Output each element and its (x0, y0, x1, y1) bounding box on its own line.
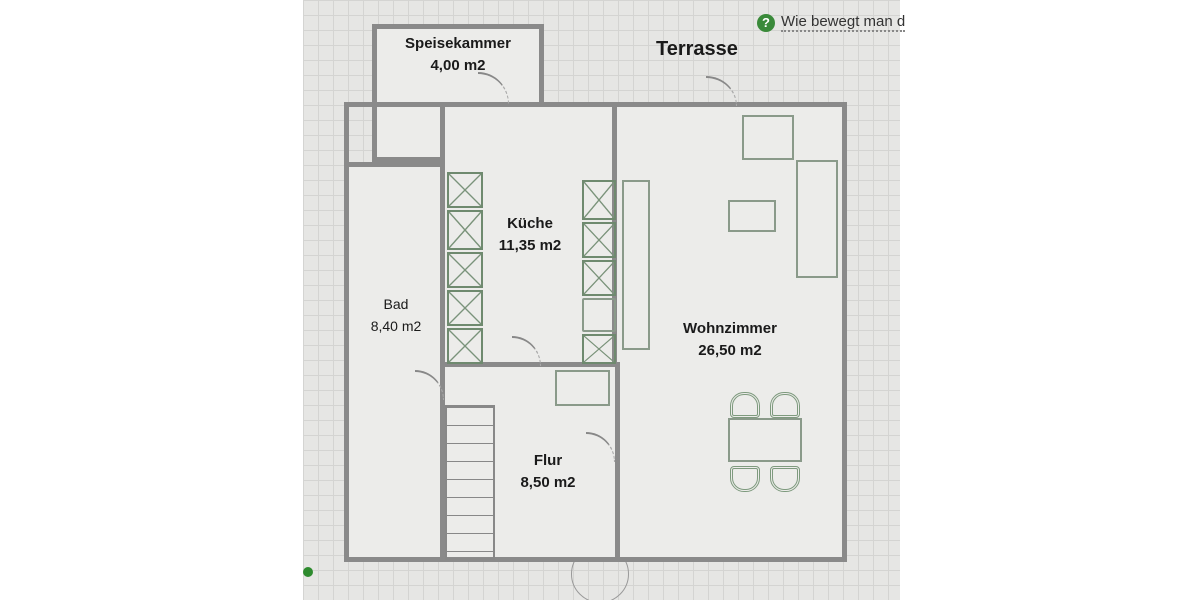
kitchen-cabinet (447, 328, 483, 364)
status-dot[interactable] (303, 567, 313, 577)
kitchen-cabinet (447, 172, 483, 208)
dining-table (728, 418, 802, 462)
kitchen-cabinet (447, 290, 483, 326)
cooktop-icon (582, 298, 616, 332)
wardrobe (555, 370, 610, 406)
kitchen-sink (447, 252, 483, 288)
dining-chair (730, 392, 760, 418)
kitchen-island (622, 180, 650, 350)
help-text: Wie bewegt man d (781, 13, 906, 32)
coffee-table (728, 200, 776, 232)
sofa (796, 160, 838, 278)
staircase (445, 405, 495, 560)
kitchen-cabinet (582, 180, 616, 220)
terrace-label: Terrasse (656, 38, 738, 60)
kitchen-cabinet (582, 334, 616, 364)
dining-chair (770, 466, 800, 492)
kitchen-cabinet (447, 210, 483, 250)
question-circle-icon: ? (757, 13, 775, 32)
dining-chair (730, 466, 760, 492)
kitchen-cabinet (582, 260, 616, 296)
dining-chair (770, 392, 800, 418)
kitchen-cabinet (582, 222, 616, 258)
room-bad[interactable] (344, 162, 448, 562)
help-link[interactable]: ? Wie bewegt man d (757, 13, 906, 32)
armchair (742, 115, 794, 160)
